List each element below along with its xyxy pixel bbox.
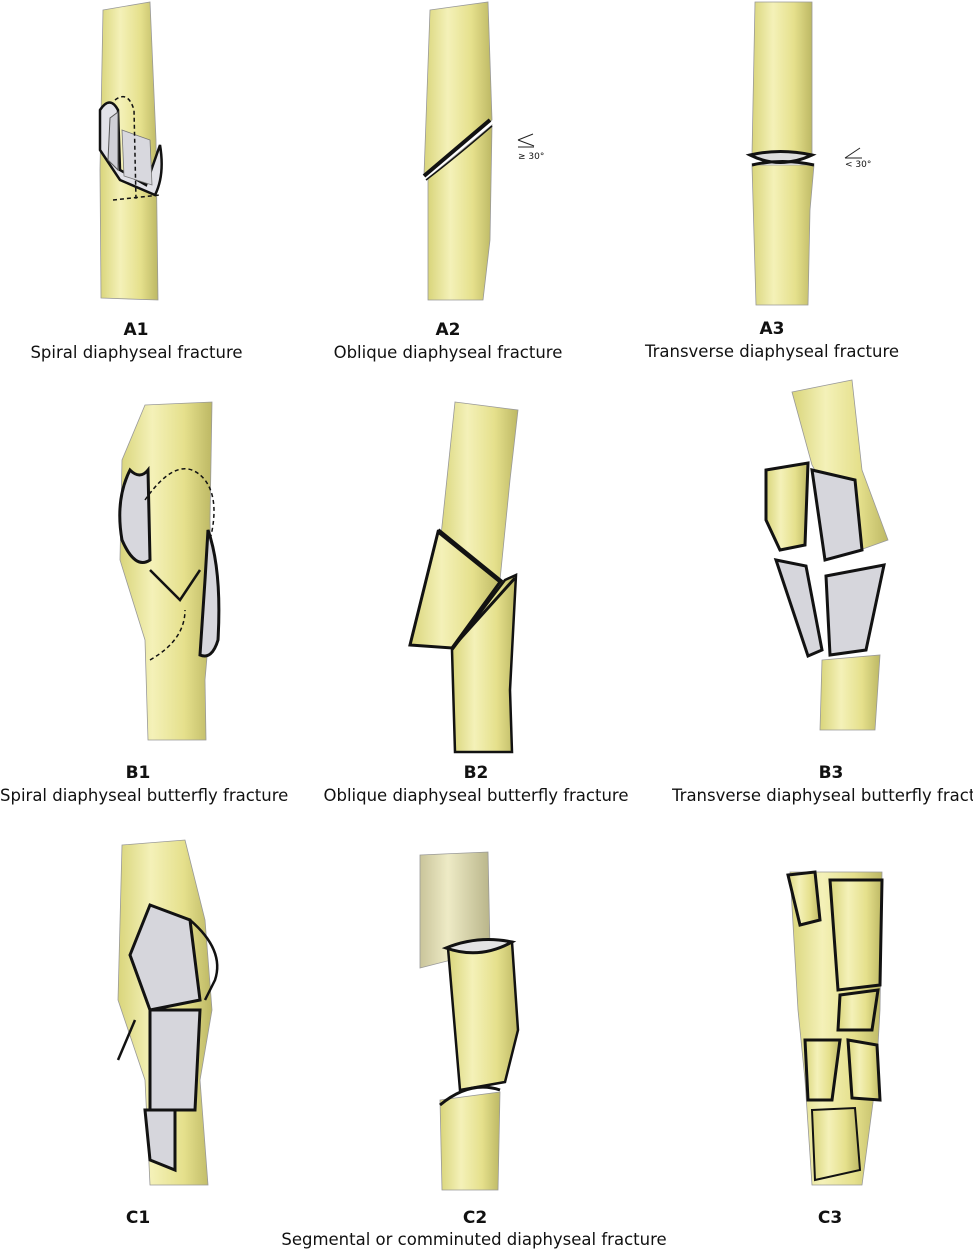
- a3-angle-text: < 30°: [845, 160, 872, 170]
- panel-code-c2: C2: [462, 1208, 488, 1228]
- panel-label-a3: Transverse diaphyseal fracture: [644, 342, 900, 361]
- panel-label-a2: Oblique diaphyseal fracture: [333, 343, 563, 362]
- bone-c2-segmental: [419, 851, 520, 1191]
- panel-code-b1: B1: [125, 763, 151, 783]
- panel-code-a1: A1: [123, 320, 149, 340]
- panel-code-c1: C1: [125, 1208, 151, 1228]
- panel-code-a3: A3: [759, 319, 785, 339]
- bone-b2-oblique-butterfly: [408, 401, 519, 754]
- panel-code-b3: B3: [818, 763, 844, 783]
- panel-label-b3: Transverse diaphyseal butterfly fractu: [672, 786, 973, 805]
- bone-c3-comminuted: [786, 870, 884, 1186]
- panel-code-c3: C3: [817, 1208, 843, 1228]
- bone-c1-segmental: [116, 839, 219, 1186]
- panel-label-b2: Oblique diaphyseal butterfly fracture: [323, 786, 629, 805]
- bone-b1-spiral-butterfly: [118, 401, 221, 741]
- bone-b3-transverse-butterfly: [764, 379, 889, 731]
- c-row-label: Segmental or comminuted diaphyseal fract…: [281, 1230, 667, 1249]
- panel-code-a2: A2: [435, 320, 461, 340]
- bone-a3-transverse: [745, 1, 862, 306]
- panel-label-a1: Spiral diaphyseal fracture: [30, 343, 243, 362]
- bone-a2-oblique: [422, 1, 535, 301]
- a2-angle-text: ≥ 30°: [518, 152, 545, 162]
- bone-a1-spiral: [98, 1, 163, 301]
- panel-code-b2: B2: [463, 763, 489, 783]
- panel-label-b1: Spiral diaphyseal butterfly fracture: [0, 786, 289, 805]
